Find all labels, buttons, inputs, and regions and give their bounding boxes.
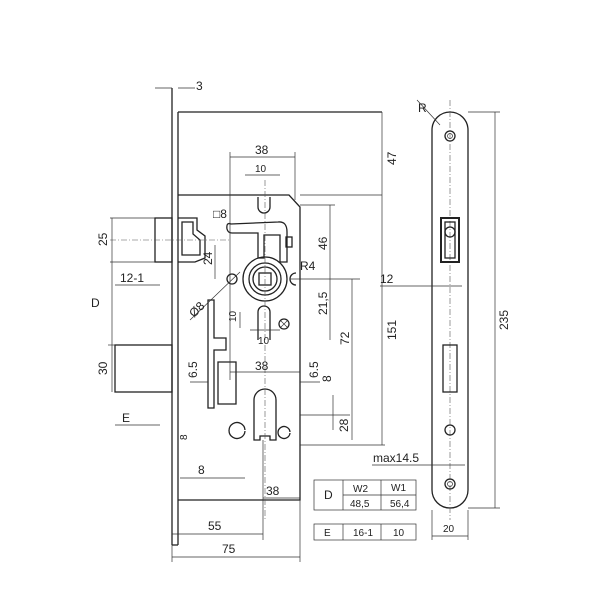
dim-12-1: 12-1	[120, 271, 144, 285]
dim-thickness: 3	[196, 79, 203, 93]
faceplate-front	[171, 88, 179, 546]
dim-r4: R4	[300, 259, 316, 273]
faceplate-side-view: 235 R 12 max14.5 20	[372, 99, 511, 540]
table-d-header-w2: W2	[353, 484, 368, 495]
dim-6-5-left: 6.5	[186, 361, 200, 378]
dim-28: 28	[337, 418, 351, 432]
dim-8-left: 8	[179, 434, 190, 440]
table-e-value-1: 16-1	[353, 528, 373, 539]
dim-8-bottom: 8	[198, 463, 205, 477]
dim-25: 25	[96, 232, 110, 246]
dim-30: 30	[96, 361, 110, 375]
dim-38-mid: 38	[255, 359, 269, 373]
dim-8-right: 8	[320, 375, 334, 382]
dim-radius: R	[418, 101, 427, 115]
dim-side-20: 20	[443, 524, 455, 535]
lock-body	[178, 111, 382, 501]
table-e-value-2: 10	[393, 528, 405, 539]
dim-46: 46	[316, 236, 330, 250]
dim-max-14-5: max14.5	[373, 451, 419, 465]
table-d-value-w2: 48,5	[350, 499, 370, 510]
dim-dia-8: Ø8	[186, 299, 207, 320]
deadbolt	[114, 344, 173, 393]
dim-21-5: 21,5	[316, 291, 330, 315]
dim-151: 151	[385, 320, 399, 340]
table-d-value-w1: 56,4	[390, 499, 410, 510]
dim-75: 75	[222, 542, 236, 556]
dim-d: D	[91, 296, 100, 310]
dim-38-bottom: 38	[266, 484, 280, 498]
table-d: D W2 W1 48,5 56,4	[313, 479, 417, 511]
dim-10-top: 10	[255, 164, 267, 175]
table-d-header-w1: W1	[391, 483, 406, 494]
dim-e: E	[122, 411, 130, 425]
dim-47: 47	[385, 151, 399, 165]
dim-side-12: 12	[380, 272, 394, 286]
dim-72: 72	[338, 331, 352, 345]
table-e-label: E	[324, 528, 331, 539]
dim-square-8: □8	[213, 207, 227, 221]
dim-6-5-right: 6.5	[307, 361, 321, 378]
latch-bolt	[110, 217, 230, 263]
internal-mechanism	[207, 180, 297, 520]
dim-10-mid-v: 10	[228, 310, 239, 322]
dim-24: 24	[201, 251, 215, 265]
dim-10-mid-h: 10	[258, 336, 270, 347]
dim-235: 235	[497, 310, 511, 330]
table-d-label: D	[324, 488, 333, 502]
table-e: E 16-1 10	[313, 523, 417, 541]
dim-55: 55	[208, 519, 222, 533]
dim-38-top: 38	[255, 143, 269, 157]
